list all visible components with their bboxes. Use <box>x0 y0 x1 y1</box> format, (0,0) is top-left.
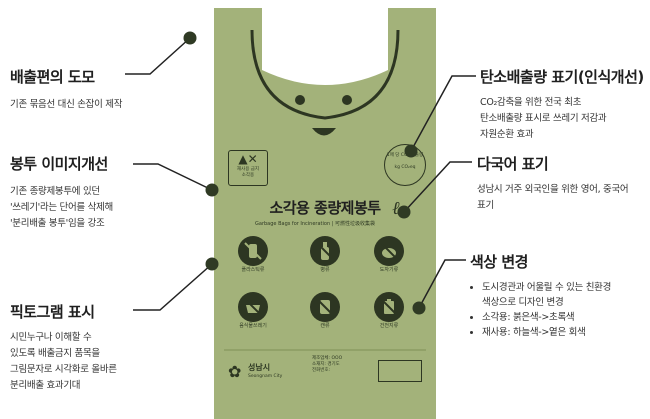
pictogram-battery: 건전지류 <box>362 292 416 329</box>
callout-color: 색상 변경 도시경관과 어울릴 수 있는 친환경 색상으로 디자인 변경 소각용… <box>470 251 611 340</box>
city-emblem-icon: ✿ <box>228 362 242 381</box>
fine-print-line: 소재지: 경기도 <box>312 362 340 367</box>
callout-desc: 그림문자로 시각화로 올바른 <box>10 364 117 375</box>
callout-title: 봉투 이미지개선 <box>10 155 108 173</box>
reuse-badge-text-2: 소각용 <box>241 173 255 178</box>
pictogram-bottle: 병류 <box>298 236 352 273</box>
callout-bullet-list: 도시경관과 어울릴 수 있는 친환경 색상으로 디자인 변경 소각용: 붉은색-… <box>470 280 611 340</box>
co2-badge-text-1: 1매 당 CO₂ 배출량 <box>386 153 424 158</box>
callout-bullet: 도시경관과 어울릴 수 있는 친환경 <box>482 280 611 295</box>
callout-bullet: 소각용: 붉은색->초록색 <box>482 310 611 325</box>
pictogram-plastic: 플라스틱류 <box>226 236 280 273</box>
plastic-icon <box>238 236 268 266</box>
bag-subtitle: Garbage Bags for Incineration | 可燃性垃圾收集袋 <box>255 221 375 227</box>
callout-handle: 배출편의 도모 기존 묶음선 대신 손잡이 제작 <box>10 66 122 113</box>
pictogram-label: 캔류 <box>320 323 330 329</box>
reuse-badge: ▲✕ 재사용 금지 소각용 <box>228 150 268 186</box>
callout-bullet: 색상으로 디자인 변경 <box>482 297 564 308</box>
city-logo-sub: Seongnam City <box>248 374 283 379</box>
food-waste-icon <box>238 292 268 322</box>
pictogram-label: 플라스틱류 <box>241 267 265 273</box>
pictogram-can: 캔류 <box>298 292 352 329</box>
bag-size-mark: ℓ <box>392 198 400 219</box>
pictogram-food: 음식물쓰레기 <box>226 292 280 329</box>
callout-title: 배출편의 도모 <box>10 68 95 86</box>
reuse-badge-text-1: 재사용 금지 <box>236 167 260 172</box>
callout-desc: 분리배출 효과기대 <box>10 380 81 391</box>
callout-desc: 기존 종량제봉투에 있던 <box>10 186 100 197</box>
co2-badge-text-2: kg CO₂eq <box>394 165 416 170</box>
pictogram-label: 도자기류 <box>379 267 399 273</box>
callout-desc: 시민누구나 이해할 수 <box>10 332 92 343</box>
callout-title: 다국어 표기 <box>477 155 549 173</box>
battery-icon <box>374 292 404 322</box>
callout-carbon: 탄소배출량 표기(인식개선) CO₂감축을 위한 전국 최초 탄소배출량 표시로… <box>480 66 644 143</box>
tree-icon: ▲✕ <box>238 152 258 166</box>
callout-desc: 표기 <box>477 200 494 211</box>
city-logo-text: 성남시 <box>248 363 271 372</box>
callout-title: 색상 변경 <box>470 253 528 271</box>
callout-desc: 자원순환 효과 <box>480 129 534 140</box>
pictogram-label: 건전지류 <box>379 323 399 329</box>
teapot-icon <box>374 236 404 266</box>
garbage-bag: ▲✕ 재사용 금지 소각용 1매 당 CO₂ 배출량 kg CO₂eq 소각용 … <box>212 0 438 419</box>
bottle-icon <box>310 236 340 266</box>
callout-desc: 성남시 거주 외국인을 위한 영어, 중국어 <box>477 184 629 195</box>
callout-pictogram: 픽토그램 표시 시민누구나 이해할 수 있도록 배출금지 품목을 그림문자로 시… <box>10 301 117 394</box>
barcode <box>378 360 422 382</box>
pictogram-label: 음식물쓰레기 <box>239 323 267 329</box>
callout-title: 픽토그램 표시 <box>10 303 95 321</box>
callout-desc: '분리배출 봉투'임을 강조 <box>10 218 105 229</box>
callout-multilang: 다국어 표기 성남시 거주 외국인을 위한 영어, 중국어 표기 <box>477 153 629 214</box>
callout-desc: '쓰레기'라는 단어를 삭제해 <box>10 202 113 213</box>
callout-title: 탄소배출량 표기(인식개선) <box>480 68 644 86</box>
fine-print-line: 제조업체: OOO <box>312 356 343 361</box>
fine-print: 제조업체: OOO 소재지: 경기도 전화번호: <box>312 356 372 374</box>
fine-print-line: 전화번호: <box>312 368 331 373</box>
city-logo: ✿ 성남시 Seongnam City <box>228 358 308 398</box>
co2-badge: 1매 당 CO₂ 배출량 kg CO₂eq <box>384 144 426 186</box>
callout-bullet: 재사용: 하늘색->옅은 회색 <box>482 325 611 340</box>
callout-desc: CO₂감축을 위한 전국 최초 <box>480 97 582 108</box>
pictogram-label: 병류 <box>320 267 330 273</box>
pictogram-pottery: 도자기류 <box>362 236 416 273</box>
callout-desc: 탄소배출량 표시로 쓰레기 저감과 <box>480 113 607 124</box>
callout-desc: 기존 묶음선 대신 손잡이 제작 <box>10 99 123 110</box>
bag-title: 소각용 종량제봉투 <box>269 199 381 217</box>
callout-image: 봉투 이미지개선 기존 종량제봉투에 있던 '쓰레기'라는 단어를 삭제해 '분… <box>10 153 113 232</box>
can-icon <box>310 292 340 322</box>
callout-desc: 있도록 배출금지 품목을 <box>10 348 100 359</box>
